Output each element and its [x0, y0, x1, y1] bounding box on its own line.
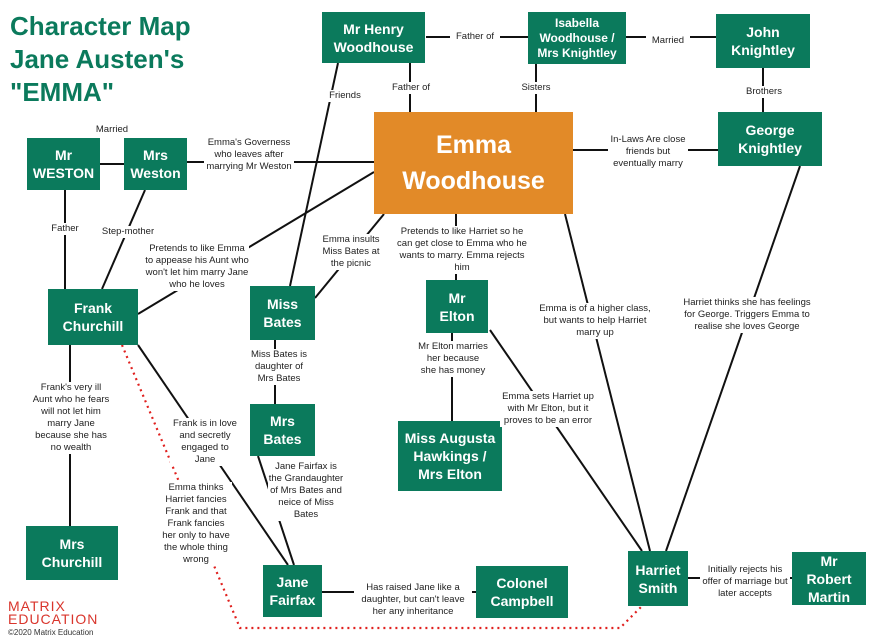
label-harriet-feelings: Harriet thinks she has feelings for Geor… [682, 297, 812, 333]
node-mr-robert-martin: Mr Robert Martin [792, 552, 866, 605]
label-bates-daughter: Miss Bates is daughter of Mrs Bates [246, 349, 312, 385]
label-frank-love: Frank is in love and secretly engaged to… [170, 418, 240, 466]
label-governess: Emma's Governess who leaves after marryi… [204, 137, 294, 173]
label-sisters: Sisters [516, 82, 556, 94]
label-elton-setup: Emma sets Harriet up with Mr Elton, but … [500, 391, 596, 427]
node-emma-woodhouse: Emma Woodhouse [374, 112, 573, 214]
label-aunt-ill: Frank's very ill Aunt who he fears will … [30, 382, 112, 454]
dotted-line-frank-harriet [120, 344, 643, 630]
label-in-laws: In-Laws Are close friends but eventually… [608, 134, 688, 170]
label-pretends-harriet: Pretends to like Harriet so he can get c… [396, 226, 528, 274]
node-mr-weston: Mr WESTON [27, 138, 100, 190]
node-mr-elton: Mr Elton [426, 280, 488, 333]
label-emma-thinks: Emma thinks Harriet fancies Frank and th… [160, 482, 232, 566]
label-elton-marries: Mr Elton marries her because she has mon… [418, 341, 488, 377]
line-mrsweston-frank [101, 189, 146, 290]
label-married-top: Married [646, 35, 690, 47]
node-jane-fairfax: Jane Fairfax [263, 565, 322, 617]
label-insults: Emma insults Miss Bates at the picnic [318, 234, 384, 270]
logo-line-2: EDUCATION [8, 611, 99, 627]
node-miss-augusta-hawkings: Miss Augusta Hawkings / Mrs Elton [398, 421, 502, 491]
label-granddaughter: Jane Fairfax is the Grandaughter of Mrs … [268, 461, 344, 521]
node-george-knightley: George Knightley [718, 112, 822, 166]
copyright: ©2020 Matrix Education [8, 628, 94, 637]
node-mrs-weston: Mrs Weston [124, 138, 187, 190]
line-elton-harriet [489, 329, 643, 552]
label-rejects: Initially rejects his offer of marriage … [700, 564, 790, 600]
node-harriet-smith: Harriet Smith [628, 551, 688, 606]
label-married-weston: Married [90, 124, 134, 136]
title-line-1: Character Map [10, 11, 191, 41]
label-higher-class: Emma is of a higher class, but wants to … [538, 303, 652, 339]
node-mrs-churchill: Mrs Churchill [26, 526, 118, 580]
node-mr-henry-woodhouse: Mr Henry Woodhouse [322, 12, 425, 63]
line-george-harriet [665, 165, 801, 552]
node-mrs-bates: Mrs Bates [250, 404, 315, 456]
node-isabella: Isabella Woodhouse / Mrs Knightley [528, 12, 626, 64]
label-raised-jane: Has raised Jane like a daughter, but can… [354, 582, 472, 618]
label-father-of-top: Father of [450, 31, 500, 43]
node-frank-churchill: Frank Churchill [48, 289, 138, 345]
logo-line-1: MATRIX [8, 598, 66, 614]
node-john-knightley: John Knightley [716, 14, 810, 68]
page-title: Character Map Jane Austen's "EMMA" [10, 10, 240, 109]
label-step-mother: Step-mother [95, 226, 161, 238]
label-father-of-emma: Father of [388, 82, 434, 94]
label-father: Father [46, 223, 84, 235]
label-pretends-emma: Pretends to like Emma to appease his Aun… [145, 243, 249, 291]
line-emma-harriet [564, 213, 651, 552]
label-brothers: Brothers [739, 86, 789, 98]
title-line-2: Jane Austen's [10, 44, 185, 74]
matrix-education-logo: MATRIX EDUCATION [8, 598, 99, 627]
label-friends: Friends [325, 90, 365, 102]
node-colonel-campbell: Colonel Campbell [476, 566, 568, 618]
title-line-3: "EMMA" [10, 77, 115, 107]
node-miss-bates: Miss Bates [250, 286, 315, 340]
